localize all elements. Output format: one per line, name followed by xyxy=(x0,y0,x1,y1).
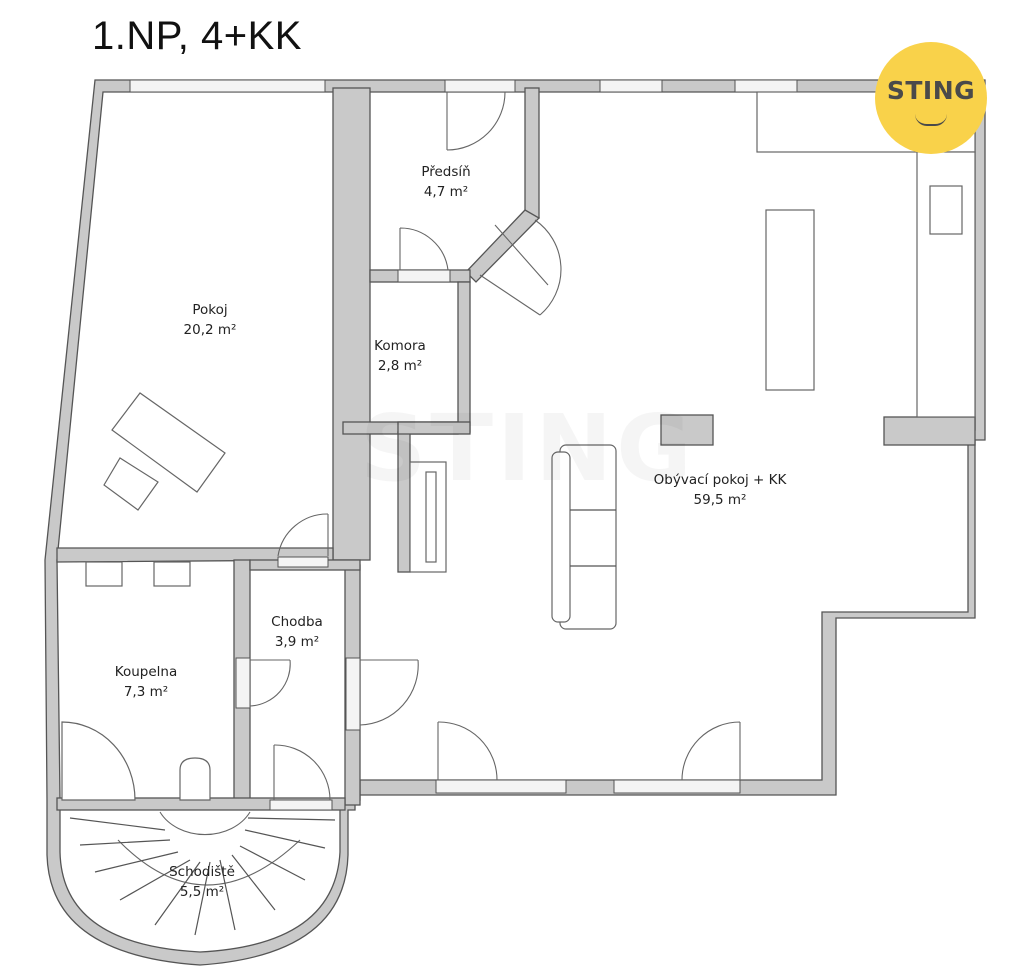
stair-steps xyxy=(69,817,336,936)
room-label-koupelna-area: 7,3 m² xyxy=(124,684,168,700)
outer-wall xyxy=(44,79,986,966)
wall-closet-top xyxy=(397,421,471,435)
room-label-pokoj-area: 20,2 m² xyxy=(184,322,237,338)
kitchen-island xyxy=(765,209,815,391)
room-label-pokoj-name: Pokoj xyxy=(192,302,227,318)
window xyxy=(235,657,251,709)
room-label-schodiste-name: Schodiště xyxy=(169,864,235,880)
wall-pokoj-east xyxy=(332,87,371,561)
bathroom-sink xyxy=(85,561,123,587)
room-label-komora-area: 2,8 m² xyxy=(378,358,422,374)
room-label-chodba-name: Chodba xyxy=(271,614,323,630)
wall-predsin-east xyxy=(524,87,540,219)
desk xyxy=(111,392,226,493)
window xyxy=(613,779,741,794)
room-label-predsin-area: 4,7 m² xyxy=(424,184,468,200)
living-column xyxy=(660,414,714,446)
chair xyxy=(103,457,159,511)
room-label-schodiste-area: 5,5 m² xyxy=(180,884,224,900)
door-pokoj xyxy=(277,513,329,557)
wall-predsin-diag xyxy=(465,209,541,283)
floor-plan-title: 1.NP, 4+KK xyxy=(92,14,302,58)
window xyxy=(599,79,663,93)
room-label-komora-name: Komora xyxy=(374,338,426,354)
room-label-chodba-area: 3,9 m² xyxy=(275,634,319,650)
shower xyxy=(61,721,136,801)
window xyxy=(277,556,329,568)
door-chodba-south xyxy=(273,744,331,801)
tv-screen xyxy=(425,471,437,563)
smile-icon xyxy=(915,114,947,126)
window xyxy=(397,269,451,283)
watermark: STING xyxy=(360,395,696,502)
stair-arc-mid xyxy=(117,839,301,886)
window xyxy=(129,79,326,93)
door-chodba xyxy=(359,659,419,726)
door-living xyxy=(479,219,562,316)
bathroom-sink xyxy=(153,561,191,587)
stair-arc-inner xyxy=(159,811,251,836)
kitchen-pillar xyxy=(883,416,976,446)
kitchen-sink xyxy=(929,185,963,235)
window xyxy=(734,79,798,93)
room-label-predsin-name: Předsíň xyxy=(421,164,470,180)
sofa-back xyxy=(551,451,571,623)
door-balcony-1 xyxy=(437,721,498,781)
window xyxy=(444,79,516,93)
room-label-koupelna-name: Koupelna xyxy=(115,664,177,680)
door-predsin-inner xyxy=(399,227,449,271)
room-label-living-area: 59,5 m² xyxy=(694,492,747,508)
window xyxy=(269,799,333,811)
room-label-living-name: Obývací pokoj + KK xyxy=(654,472,788,488)
door-predsin xyxy=(446,91,506,151)
window xyxy=(435,779,567,794)
window xyxy=(345,657,361,731)
logo-text: STING xyxy=(886,76,976,105)
door-koupelna xyxy=(249,659,291,707)
toilet xyxy=(179,757,211,801)
sting-logo: STING xyxy=(875,42,987,154)
door-balcony-2 xyxy=(681,721,741,781)
